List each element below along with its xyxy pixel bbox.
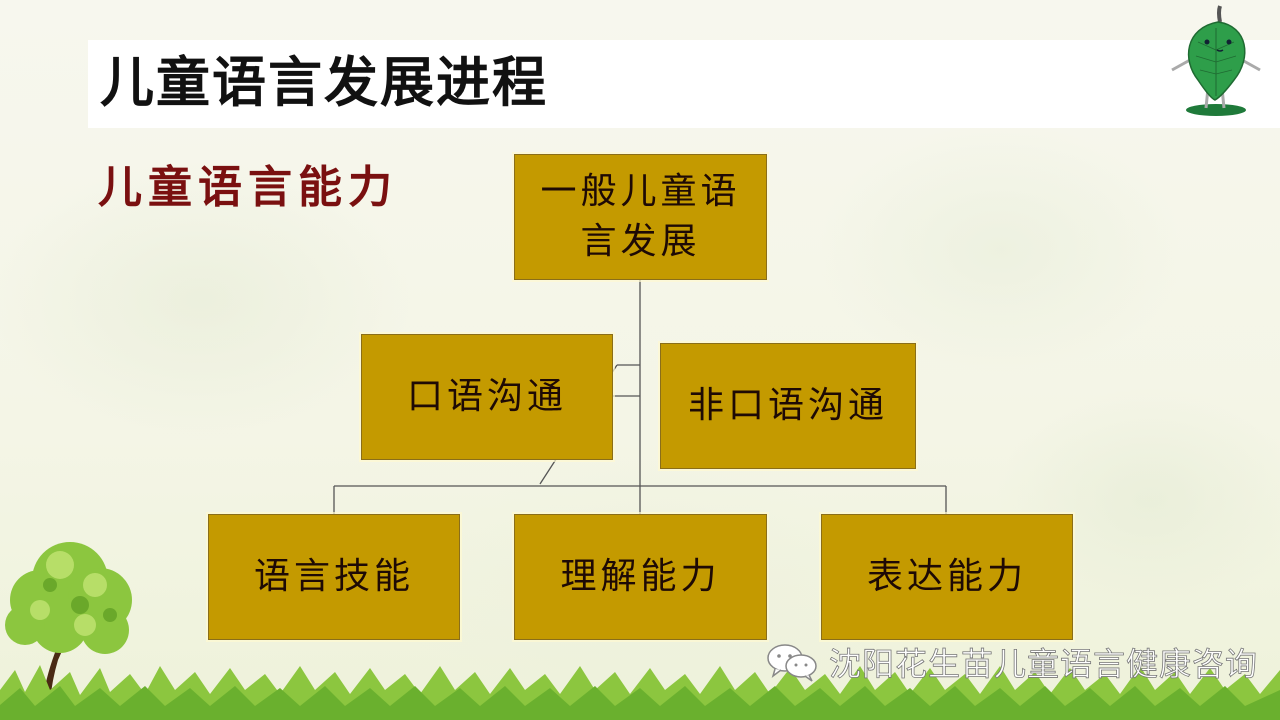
node-expression: 表达能力: [821, 514, 1073, 640]
leaf-mascot-icon: [1171, 5, 1261, 116]
page-title: 儿童语言发展进程: [100, 50, 548, 114]
node-label: 口语沟通: [406, 376, 567, 417]
node-label: 语言技能: [253, 556, 414, 597]
tree-illustration-icon: [5, 542, 132, 702]
watermark: 沈阳花生苗儿童语言健康咨询: [765, 640, 1258, 684]
grass-border-icon: [0, 665, 1280, 720]
root-node-line1: 一般儿童语: [540, 171, 741, 212]
node-label: 理解能力: [560, 556, 721, 597]
node-label: 表达能力: [866, 556, 1027, 597]
root-node-line2: 言发展: [580, 221, 701, 262]
node-label: 非口语沟通: [687, 385, 888, 426]
section-subtitle: 儿童语言能力: [98, 162, 398, 213]
watermark-text: 沈阳花生苗儿童语言健康咨询: [829, 645, 1259, 684]
wechat-icon: [767, 644, 817, 682]
node-comprehension: 理解能力: [514, 514, 767, 640]
root-node: 一般儿童语 言发展: [514, 154, 767, 280]
node-nonverbal-communication: 非口语沟通: [660, 343, 916, 469]
title-banner: [88, 40, 1280, 128]
node-language-skills: 语言技能: [208, 514, 460, 640]
node-verbal-communication: 口语沟通: [361, 334, 613, 460]
